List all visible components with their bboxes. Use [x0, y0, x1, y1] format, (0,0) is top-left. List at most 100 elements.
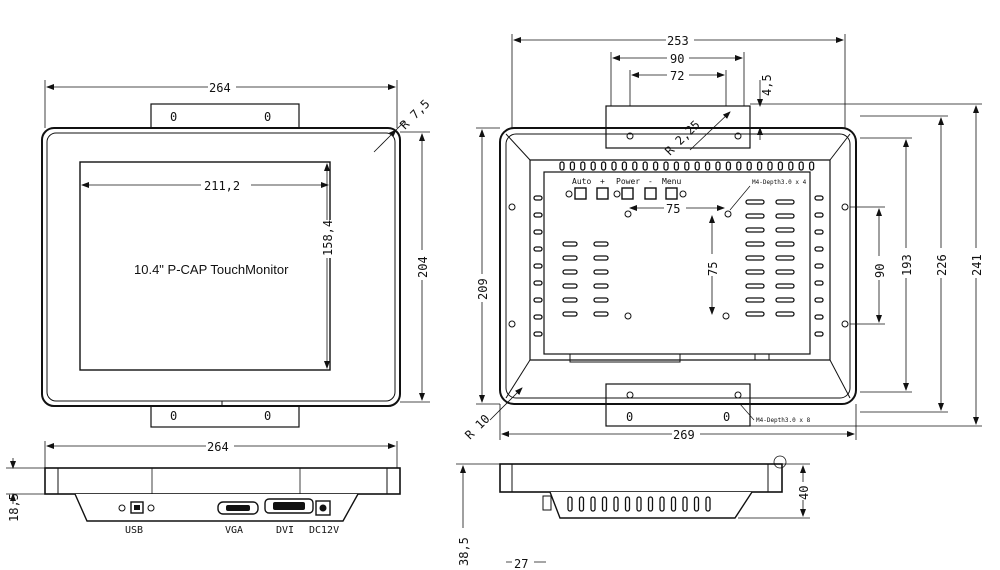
vent-slot [745, 255, 765, 261]
side-partial-label: 27 [514, 557, 528, 570]
bracket-hole-4: 0 [264, 409, 271, 423]
vent-slot [533, 297, 543, 303]
vent-slot [775, 269, 795, 275]
front-top-bracket [150, 103, 300, 129]
rear-height-226-label: 226 [935, 254, 949, 276]
bracket-hole-2: 0 [264, 110, 271, 124]
rear-right-slots [745, 195, 824, 337]
vent-slot [745, 199, 765, 205]
screen-width-label: 211,2 [204, 179, 240, 193]
vent-slot [814, 263, 824, 269]
vent-slot [533, 314, 543, 320]
rear-corner-radius-label: R 10 [462, 412, 492, 442]
vent-slot [533, 229, 543, 235]
side-depth-label: 40 [797, 486, 811, 500]
vent-slot [745, 283, 765, 289]
vent-slot [693, 496, 700, 512]
front-corner-radius-label: R 7,5 [397, 97, 432, 132]
side-total-label: 38,5 [457, 537, 471, 566]
vent-slot [632, 161, 638, 171]
vent-slot [745, 311, 765, 317]
vent-slot [715, 161, 721, 171]
vent-slot [624, 496, 631, 512]
rear-view: 253 90 72 4,5 0 0 [462, 33, 984, 442]
side-housing [549, 491, 753, 519]
button-label-plus: + [600, 177, 605, 186]
vent-slot [673, 161, 680, 171]
rear-left-height-label: 209 [476, 278, 490, 300]
vent-slot [621, 161, 628, 171]
vent-slot [775, 297, 795, 303]
rear-bracket-hole-1: 0 [626, 410, 633, 424]
vent-slot [533, 195, 543, 201]
front-height-label: 204 [416, 256, 430, 278]
button-label-menu: Menu [662, 177, 681, 186]
vent-slot [725, 161, 732, 171]
vent-slot [704, 161, 711, 171]
vent-slot [593, 269, 609, 275]
vent-slot [580, 161, 586, 171]
vent-slot [533, 263, 543, 269]
vent-slot [682, 496, 688, 512]
side-vents [567, 496, 711, 512]
vent-slot [775, 311, 795, 317]
vent-slot [814, 246, 824, 252]
rear-top-vents [559, 161, 815, 171]
rear-offset-label: 4,5 [760, 74, 774, 96]
rear-height-193-label: 193 [900, 254, 914, 276]
button-label-minus: - [648, 177, 653, 186]
vent-slot [562, 269, 578, 275]
bottom-depth-label: 18,5 [7, 493, 21, 522]
vent-slot [659, 496, 665, 512]
vent-slot [636, 496, 642, 512]
vent-slot [593, 311, 609, 317]
vent-slot [745, 241, 765, 247]
vent-slot [559, 161, 565, 171]
bracket-hole-3: 0 [170, 409, 177, 423]
vent-slot [611, 161, 617, 171]
vent-slot [533, 246, 543, 252]
vent-slot [767, 161, 773, 171]
front-view: 0 0 0 0 264 204 R 7,5 211,2 158,4 10.4" … [41, 79, 433, 428]
vent-slot [600, 161, 607, 171]
vent-slot [562, 283, 578, 289]
vent-slot [775, 283, 795, 289]
front-screen [79, 161, 331, 371]
port-label-dvi: DVI [276, 525, 294, 536]
rear-left-slots [533, 195, 609, 337]
vent-slot [652, 161, 659, 171]
vent-slot [745, 227, 765, 233]
vent-slot [814, 280, 824, 286]
vent-slot [775, 255, 795, 261]
vent-slot [642, 161, 648, 171]
rear-housing-outer [499, 127, 857, 405]
button-label-auto: Auto [572, 177, 591, 186]
vent-slot [593, 297, 609, 303]
vent-slot [775, 241, 795, 247]
vent-slot [745, 297, 765, 303]
vent-slot [798, 161, 804, 171]
vent-slot [736, 161, 742, 171]
rear-height-241-label: 241 [970, 254, 984, 276]
vent-slot [562, 241, 578, 247]
bracket-hole-1: 0 [170, 110, 177, 124]
vent-slot [562, 311, 578, 317]
rear-height-90-label: 90 [873, 264, 887, 278]
vent-slot [746, 161, 752, 171]
vent-slot [569, 161, 576, 171]
vent-slot [775, 213, 795, 219]
front-width-label: 264 [209, 81, 231, 95]
vent-slot [567, 496, 573, 512]
port-label-dc12v: DC12V [309, 525, 339, 536]
bottom-width-label: 264 [207, 440, 229, 454]
button-menu [665, 187, 678, 200]
vent-slot [808, 161, 815, 171]
bottom-bezel [44, 467, 401, 495]
vent-slot [775, 227, 795, 233]
rear-bracket-width-label: 90 [670, 52, 684, 66]
vent-slot [775, 199, 795, 205]
port-label-usb: USB [125, 525, 143, 536]
button-power [621, 187, 634, 200]
screw-note-bottom: M4-Depth3.0 x 8 [756, 417, 811, 424]
